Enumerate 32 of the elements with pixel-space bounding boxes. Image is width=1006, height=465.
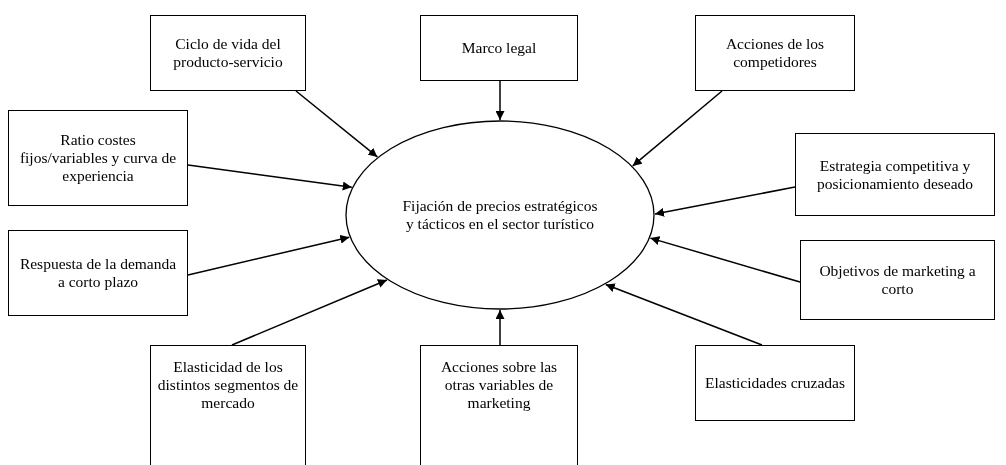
node-text: Ciclo de vida del producto-servicio xyxy=(172,35,284,71)
factor-box xyxy=(150,15,306,91)
arrow xyxy=(654,186,796,217)
factor-box xyxy=(695,15,855,91)
factor-box xyxy=(150,345,306,465)
arrow xyxy=(295,90,379,158)
arrow xyxy=(495,80,505,121)
arrow xyxy=(187,164,353,191)
factor-box xyxy=(8,230,188,316)
arrow xyxy=(231,279,388,346)
node-text: Objetivos de marketing a corto xyxy=(818,262,977,298)
node-text: Acciones sobre las otras variables de marketing xyxy=(439,358,559,412)
arrow xyxy=(187,234,351,276)
ellipse-node xyxy=(345,120,655,310)
node-text: Elasticidad de los distintos segmentos de mercado xyxy=(157,358,299,412)
arrow xyxy=(604,283,763,346)
node-text: Estrategia competitiva y posicionamiento deseado xyxy=(815,156,975,193)
node-text: Fijación de precios estratégicos y tácticos en el sector turístico xyxy=(401,197,599,233)
factor-box xyxy=(695,345,855,421)
arrow xyxy=(495,309,505,346)
node-text: Ratio costes fijos/variables y curva de experiencia xyxy=(18,131,178,185)
node-text: Acciones de los competidores xyxy=(724,35,826,71)
factor-box xyxy=(8,110,188,206)
node-text: Marco legal xyxy=(461,39,537,57)
arrow xyxy=(631,90,723,167)
arrow xyxy=(649,236,801,283)
factor-box xyxy=(800,240,995,320)
factor-box xyxy=(420,15,578,81)
factor-box xyxy=(420,345,578,465)
node-text: Respuesta de la demanda a corto plazo xyxy=(18,255,178,291)
factor-box xyxy=(795,133,995,216)
node-text: Elasticidades cruzadas xyxy=(705,374,845,392)
